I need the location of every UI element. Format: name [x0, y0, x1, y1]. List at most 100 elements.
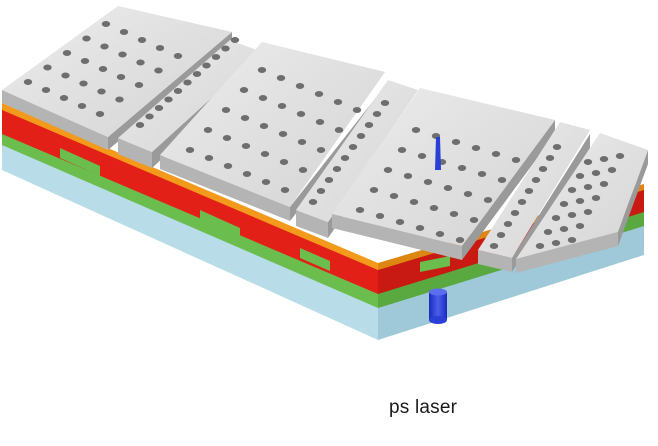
hole — [535, 243, 545, 249]
hole — [607, 167, 617, 173]
hole — [551, 240, 561, 246]
hole — [119, 29, 129, 35]
hole — [496, 232, 506, 238]
hole — [137, 37, 147, 43]
hole — [435, 231, 445, 237]
hole — [185, 147, 195, 153]
hole — [79, 80, 88, 87]
hole — [173, 88, 183, 94]
hole — [457, 165, 467, 171]
green-step-2 — [200, 210, 240, 238]
hole — [510, 210, 520, 216]
hole — [380, 100, 390, 106]
hole — [242, 171, 252, 177]
narrow-bar-2-front — [296, 210, 328, 238]
hole — [449, 211, 459, 217]
hole — [375, 213, 385, 219]
hole — [340, 155, 350, 161]
hole — [517, 199, 527, 205]
hole — [221, 107, 231, 113]
hole — [80, 58, 90, 64]
block-3-front — [332, 214, 462, 260]
hole — [98, 66, 108, 72]
block-1-top — [2, 6, 232, 137]
narrow-bar-1-top — [118, 40, 262, 152]
laser-beam-shaft — [429, 292, 447, 320]
hole — [277, 103, 287, 109]
hole — [295, 83, 305, 89]
hole — [316, 147, 326, 153]
hole — [503, 221, 513, 227]
hole — [372, 111, 382, 117]
hole — [136, 59, 145, 66]
hole — [239, 87, 249, 93]
hole — [202, 62, 211, 69]
hole — [471, 145, 481, 151]
hole — [222, 135, 232, 141]
green-layer-front — [2, 130, 378, 308]
hole — [333, 99, 343, 105]
laser-beam-top — [429, 288, 447, 296]
green-step-4 — [420, 256, 450, 272]
block-2-front — [160, 155, 290, 221]
hole-array — [23, 21, 625, 249]
hole — [369, 187, 379, 193]
hole — [316, 188, 326, 194]
hole — [192, 71, 202, 77]
hole — [567, 237, 577, 243]
block-4 — [516, 133, 648, 273]
block-4-top — [516, 133, 648, 259]
hole — [511, 157, 521, 163]
hole — [154, 105, 164, 111]
hole — [489, 243, 499, 249]
hole — [591, 195, 601, 201]
hole — [276, 75, 286, 81]
hole — [82, 35, 91, 42]
hole — [483, 197, 493, 203]
hole — [411, 127, 421, 133]
hole — [278, 131, 288, 137]
hole — [409, 199, 419, 205]
hole — [415, 225, 425, 231]
hole — [240, 115, 250, 121]
hole — [531, 177, 541, 183]
hole — [223, 163, 233, 169]
hole — [543, 229, 553, 235]
hole — [429, 205, 439, 211]
hole — [41, 87, 51, 93]
narrow-bar-1-front — [118, 138, 152, 168]
hole — [297, 139, 307, 145]
hole — [575, 223, 585, 229]
hole — [383, 167, 393, 173]
hole — [145, 113, 154, 120]
hole — [204, 155, 214, 161]
laser-beam-end — [429, 316, 447, 324]
substrate-front — [2, 140, 378, 340]
hole — [315, 119, 325, 125]
hole — [43, 64, 52, 71]
hole — [298, 167, 308, 173]
hole — [230, 37, 240, 43]
hole — [397, 147, 407, 153]
hole — [221, 45, 230, 52]
hole — [308, 199, 318, 205]
hole — [551, 215, 561, 221]
hole — [183, 79, 192, 86]
hole — [23, 79, 33, 85]
hole — [100, 43, 109, 50]
hole — [59, 95, 69, 101]
hole — [348, 144, 358, 150]
block-1-front — [2, 90, 108, 150]
hole — [211, 54, 221, 60]
block-2-top — [160, 42, 385, 207]
hole — [115, 96, 124, 103]
laser-focus-spot-icon — [435, 137, 441, 170]
hole — [355, 207, 365, 213]
hole — [203, 127, 213, 133]
hole — [135, 122, 145, 128]
hole — [559, 226, 569, 232]
green-step-3 — [300, 248, 330, 271]
hole — [95, 111, 105, 117]
block-3-side — [462, 120, 555, 260]
hole — [423, 179, 433, 185]
